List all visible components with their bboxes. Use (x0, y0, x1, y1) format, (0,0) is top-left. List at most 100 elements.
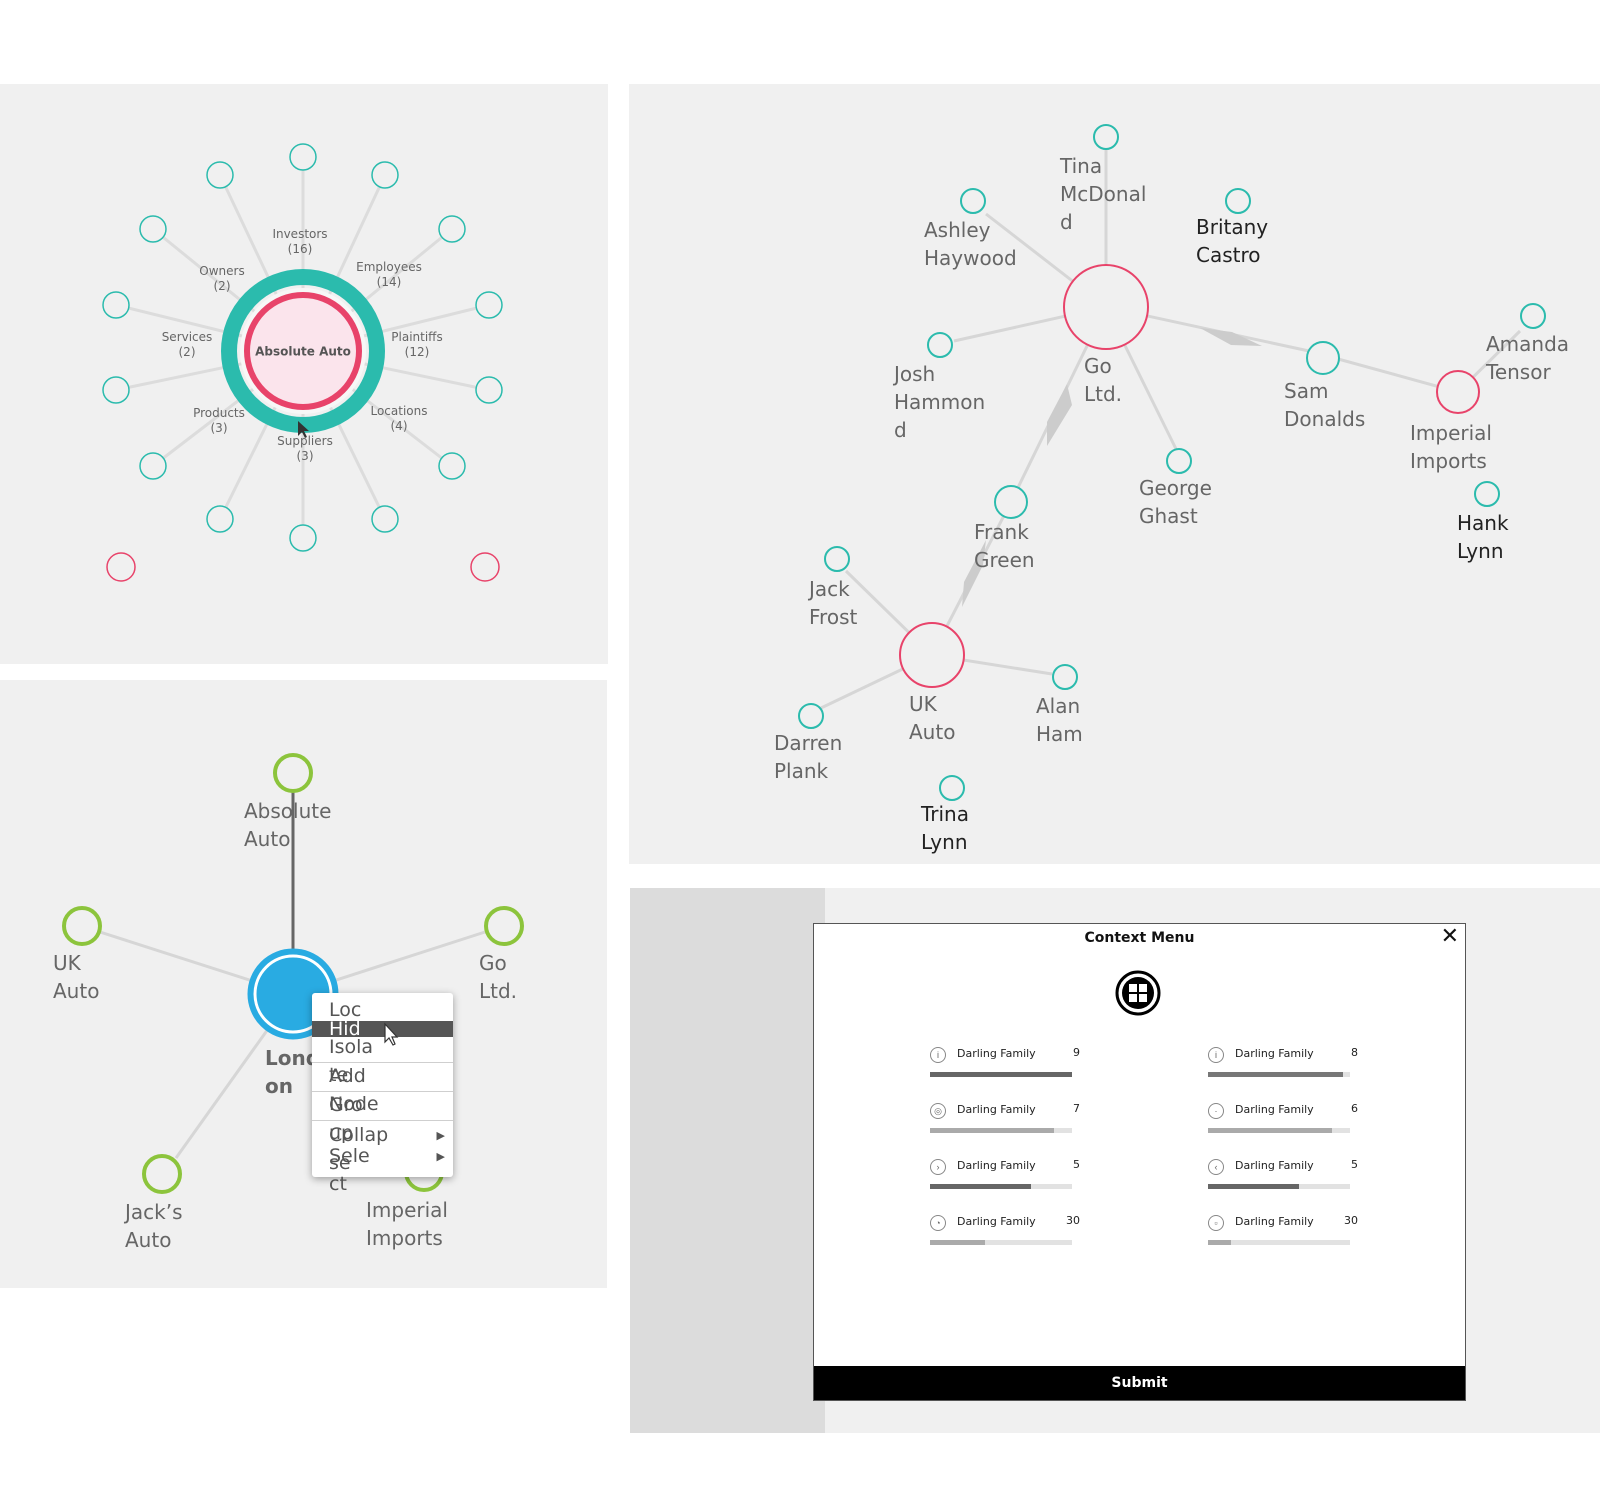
wheel-outer-node[interactable] (102, 291, 130, 319)
node-label-george: Ghast (1139, 504, 1198, 528)
stat-bar-fill (930, 1184, 1031, 1189)
node-label-go: Ltd. (1084, 382, 1122, 406)
stat-bar-fill (1208, 1128, 1332, 1133)
panel-network-graph (629, 84, 1600, 864)
node-label-britany: Britany (1196, 215, 1268, 239)
wheel-outer-node[interactable] (289, 143, 317, 171)
category-name[interactable]: Plaintiffs (391, 330, 442, 344)
node-tina-mcdonald[interactable] (1093, 124, 1119, 150)
stat-value: 5 (1351, 1158, 1358, 1171)
dialog-title: Context Menu (1084, 930, 1195, 946)
wheel-outer-node[interactable] (102, 376, 130, 404)
wheel-outer-node[interactable] (475, 376, 503, 404)
node-label-imperial: Imperial (1410, 421, 1492, 445)
hub-node-go-ltd[interactable] (1063, 264, 1149, 350)
node-label-tina: Tina (1059, 154, 1102, 178)
category-name[interactable]: Investors (272, 227, 327, 241)
close-icon[interactable]: ✕ (1440, 923, 1459, 948)
node-label-go: Go (479, 951, 507, 975)
node-jack-frost[interactable] (824, 546, 850, 572)
node-label-hank: Lynn (1457, 539, 1504, 563)
wheel-outer-node[interactable] (371, 161, 399, 189)
node-darren-plank[interactable] (798, 703, 824, 729)
network-nodes (798, 124, 1546, 801)
wheel-outer-node[interactable] (206, 161, 234, 189)
node-label-uk: UK (909, 692, 938, 716)
stat-bar-track (1208, 1184, 1350, 1189)
grid-icon (1115, 970, 1161, 1016)
wheel-outer-node[interactable] (438, 452, 466, 480)
node-label-sam: Donalds (1284, 407, 1365, 431)
context-menu-item-label: Gro (329, 1094, 363, 1116)
category-name[interactable]: Locations (370, 404, 427, 418)
node-ashley-haywood[interactable] (960, 188, 986, 214)
node-amanda-tensor[interactable] (1520, 303, 1546, 329)
category-name[interactable]: Products (193, 406, 245, 420)
submenu-arrow-icon: ▶ (436, 1150, 445, 1163)
node-go-ltd[interactable] (484, 906, 524, 946)
orphan-node-left[interactable] (106, 552, 136, 582)
node-label-center: on (265, 1074, 293, 1098)
node-trina-lynn[interactable] (939, 775, 965, 801)
hub-node-imperial-imports[interactable] (1436, 370, 1480, 414)
hub-node-absolute-auto[interactable] (244, 292, 362, 410)
stat-bar-fill (930, 1128, 1054, 1133)
stat-value: 30 (1344, 1214, 1358, 1227)
node-britany-castro[interactable] (1225, 188, 1251, 214)
node-label-imperial: Imperial (366, 1198, 448, 1222)
stat-icon: i (1208, 1047, 1224, 1063)
stat-label: Darling Family (957, 1159, 1036, 1172)
wheel-outer-node[interactable] (289, 524, 317, 552)
node-uk-auto[interactable] (62, 906, 102, 946)
wheel-outer-node[interactable] (438, 215, 466, 243)
node-label-hank: Hank (1457, 511, 1509, 535)
stat-bar-fill (930, 1072, 1072, 1077)
stat-bar-fill (930, 1240, 986, 1245)
node-george-ghast[interactable] (1166, 448, 1192, 474)
stat-value: 30 (1066, 1214, 1080, 1227)
category-name[interactable]: Services (162, 330, 213, 344)
category-name[interactable]: Employees (356, 260, 422, 274)
hub-node-uk-auto[interactable] (899, 622, 965, 688)
node-hank-lynn[interactable] (1474, 481, 1500, 507)
node-absolute-auto[interactable] (273, 753, 313, 793)
wheel-outer-node[interactable] (371, 505, 399, 533)
node-label-frank: Green (974, 548, 1035, 572)
node-label-jack: Frost (809, 605, 857, 629)
wheel-outer-node[interactable] (206, 505, 234, 533)
node-label-go: Go (1084, 354, 1112, 378)
node-alan-ham[interactable] (1052, 664, 1078, 690)
node-label-amanda: Tensor (1485, 360, 1551, 384)
orphan-node-right[interactable] (470, 552, 500, 582)
stat-icon: i (930, 1047, 946, 1063)
node-josh-hammond[interactable] (927, 332, 953, 358)
stat-icon: ◎ (930, 1103, 946, 1119)
stat-value: 6 (1351, 1102, 1358, 1115)
category-name[interactable]: Owners (199, 264, 244, 278)
node-jacks-auto[interactable] (142, 1154, 182, 1194)
stat-bar-track (1208, 1128, 1350, 1133)
node-label-trina: Trina (920, 802, 969, 826)
context-menu-item-label: up (329, 1122, 354, 1144)
category-count: (2) (214, 279, 231, 293)
node-label-absolute: Absolute (244, 799, 331, 823)
node-sam-donalds[interactable] (1306, 341, 1340, 375)
node-label-absolute: Auto (244, 827, 290, 851)
stat-bar-fill (1208, 1184, 1299, 1189)
stat-label: Darling Family (957, 1103, 1036, 1116)
category-count: (4) (391, 419, 408, 433)
node-frank-green[interactable] (994, 485, 1028, 519)
wheel-outer-node[interactable] (139, 452, 167, 480)
wheel-outer-node[interactable] (475, 291, 503, 319)
stat-bar-fill (1208, 1072, 1343, 1077)
context-menu-item-label: ct (329, 1173, 347, 1195)
category-count: (3) (211, 421, 228, 435)
node-label-ashley: Haywood (924, 246, 1017, 270)
category-name[interactable]: Suppliers (277, 434, 333, 448)
submit-button[interactable]: Submit (814, 1366, 1465, 1400)
wheel-outer-node[interactable] (139, 215, 167, 243)
